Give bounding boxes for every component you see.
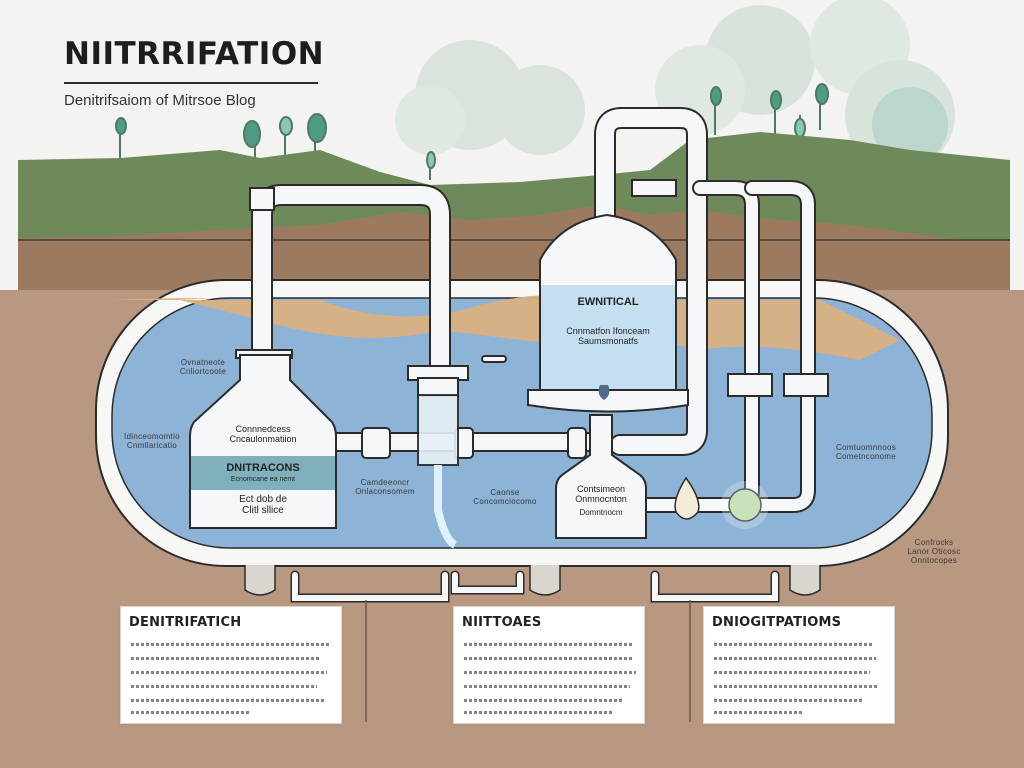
annotation-1: Ovnatneote Cnliortcoote: [179, 358, 227, 376]
text-line: [131, 711, 251, 714]
text-line: [464, 685, 630, 688]
left-flask-band-label: DNITRACONS: [226, 462, 300, 474]
text-line: [131, 643, 331, 646]
text-line: [131, 657, 321, 660]
text-line: [714, 671, 870, 674]
annotation-3: Camdeeoncr Onlaconsomem: [355, 478, 415, 496]
annotation-6: Confrocks Lanor Oticosc Onntocopes: [907, 538, 961, 565]
info-panel-nitrates: NIITTOAES: [453, 606, 645, 724]
page-title: NIITRRIFATION: [64, 36, 325, 72]
annotation-4: Caonse Concomciocomo: [473, 488, 537, 506]
tank-feet: [244, 565, 821, 596]
text-line: [464, 657, 632, 660]
text-line: [464, 699, 624, 702]
right-vessel-body: Cnnmatfon Ifonceam Saumsmonatfs: [566, 326, 650, 346]
right-vessel-title: EWNITICAL: [577, 296, 639, 308]
text-line: [714, 685, 878, 688]
annotation-2: Idinceomomtio Cnmllaricatio: [124, 432, 180, 450]
small-flask: [555, 414, 647, 539]
panel-title: DNIOGITPATIOMS: [712, 615, 842, 630]
text-line: [714, 657, 876, 660]
clear-tube: [417, 394, 459, 466]
green-bubble: [728, 488, 762, 522]
water-droplet: [674, 476, 700, 520]
text-line: [131, 671, 327, 674]
text-line: [464, 711, 614, 714]
info-panel-denitrifications: DNIOGITPATIOMS: [703, 606, 895, 724]
title-underline: [64, 82, 318, 84]
small-flask-top-label: Contsimeon Onmnocnton: [575, 484, 627, 504]
panel-title: DENITRIFATICH: [129, 615, 242, 630]
info-panel-denitrification: DENITRIFATICH: [120, 606, 342, 724]
text-line: [714, 711, 804, 714]
text-line: [131, 685, 317, 688]
left-flask-bottom-label: Ect dob de Clitl sllice: [239, 494, 287, 516]
left-flask-top-label: Connnedcess Cncaulonmatiion: [229, 424, 297, 444]
text-line: [714, 643, 874, 646]
pipe-fittings: [235, 179, 829, 459]
page-subtitle: Denitrifsaiom of Mitrsoe Blog: [64, 92, 256, 109]
text-line: [131, 699, 325, 702]
small-flask-bottom-label: Domntnocm: [579, 508, 623, 517]
text-line: [714, 699, 864, 702]
left-flask-band-sublabel: Ecnomcane ea nemt: [230, 476, 296, 483]
text-line: [464, 671, 636, 674]
text-line: [464, 643, 634, 646]
panel-title: NIITTOAES: [462, 615, 542, 630]
annotation-5: Comtuomnnoos Cometnconome: [835, 443, 897, 461]
